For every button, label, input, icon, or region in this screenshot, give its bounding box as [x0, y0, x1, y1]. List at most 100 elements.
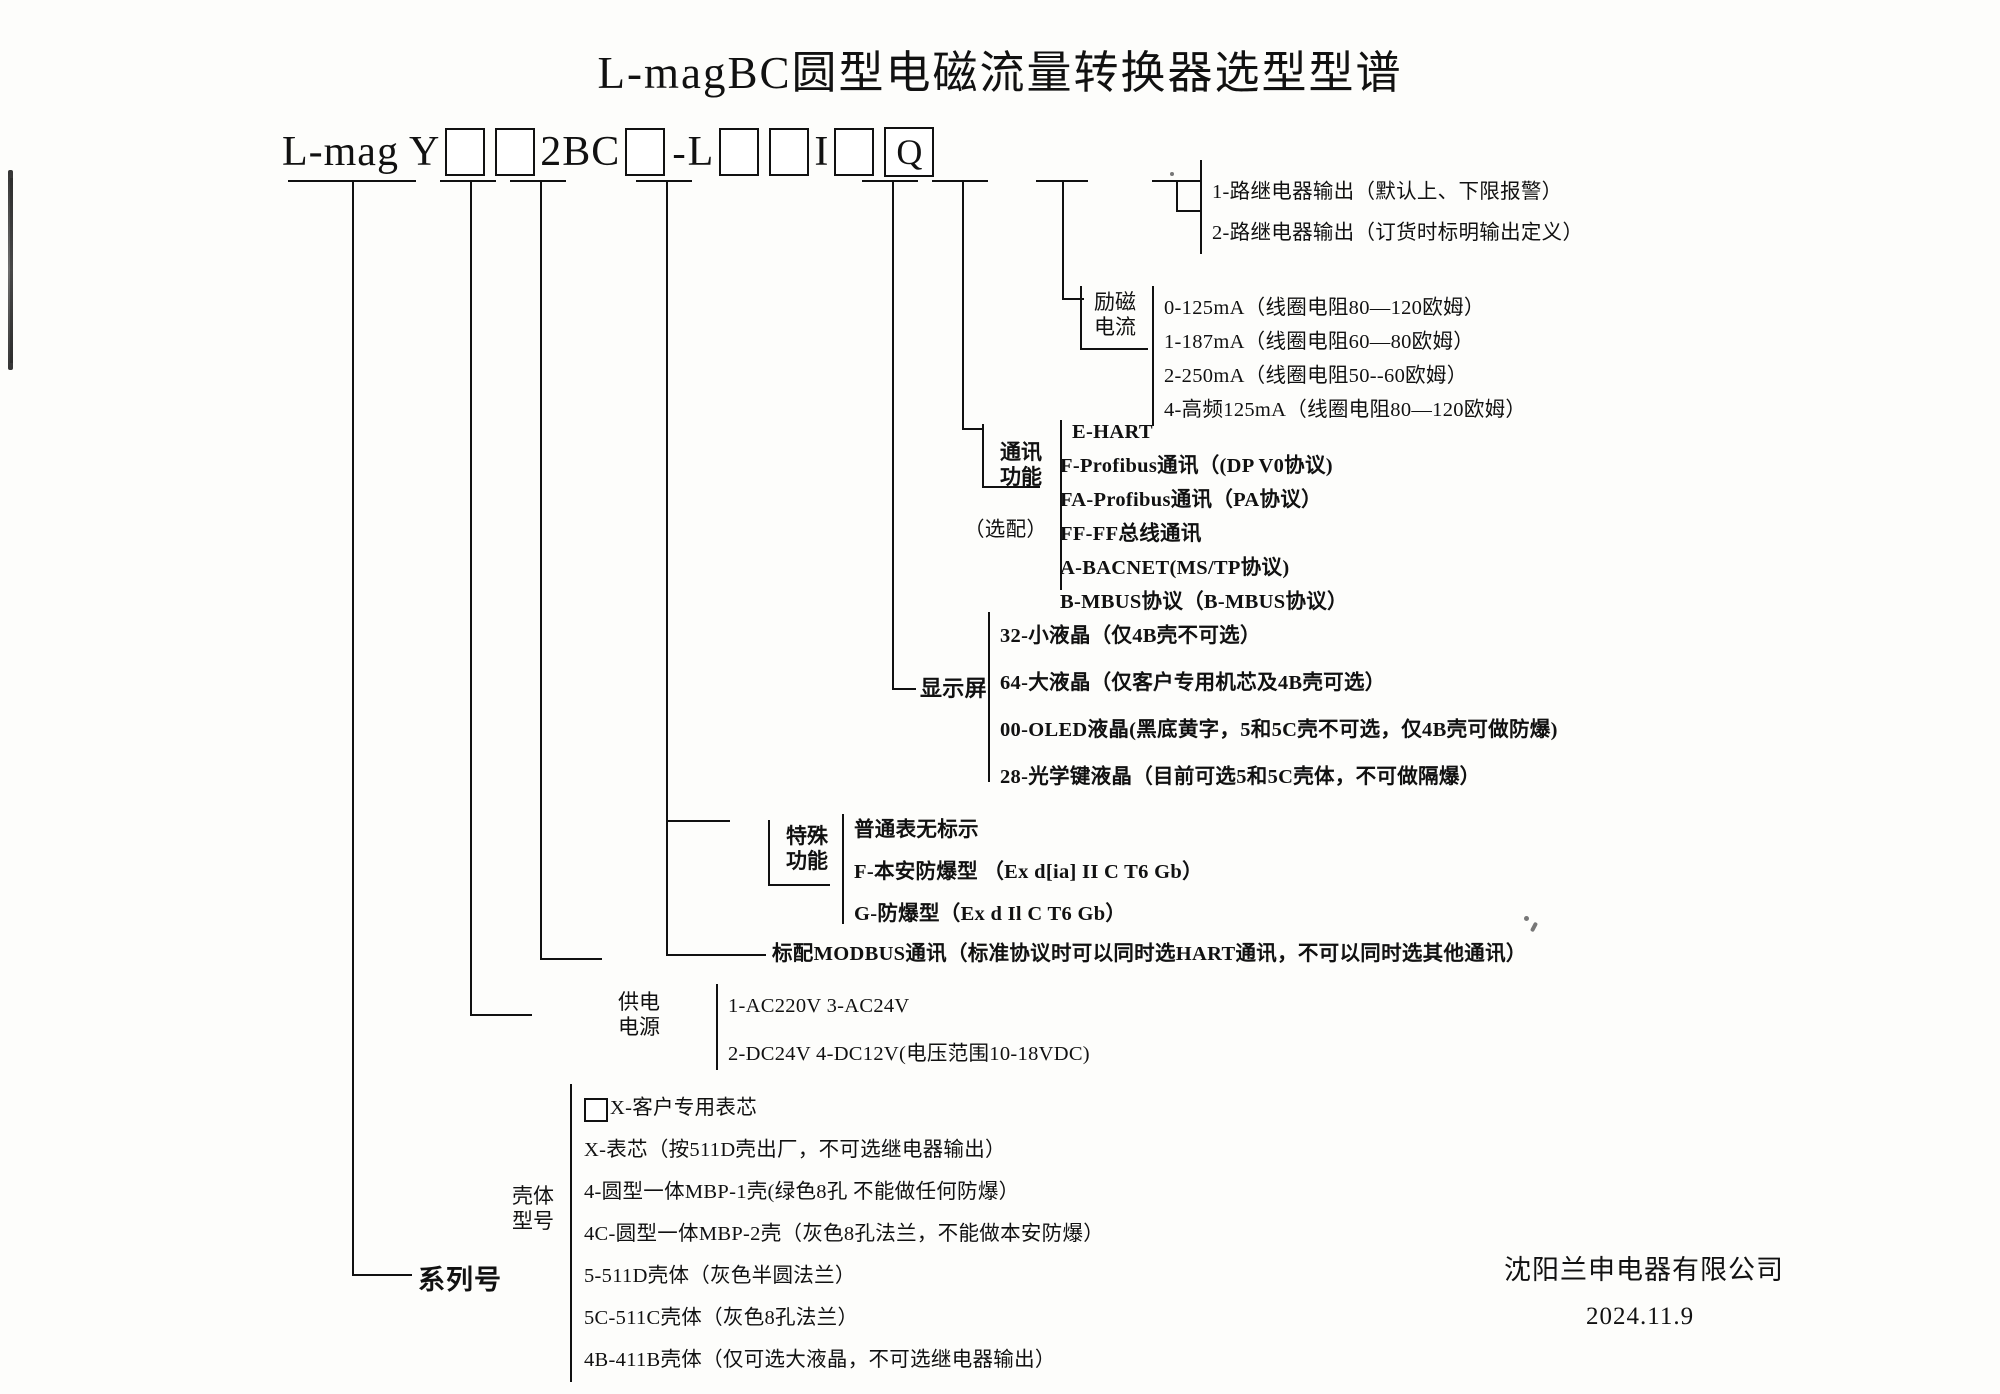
- leader-elbow-modbus: [666, 954, 766, 956]
- excitation-item-3: 2-250mA（线圈电阻50--60欧姆）: [1164, 365, 1468, 387]
- housing-item-1: X-客户专用表芯: [610, 1097, 758, 1119]
- leader-underline-special: [636, 180, 692, 182]
- housing-label: 壳体 型号: [502, 1184, 564, 1234]
- code-series-letter: Y: [408, 129, 441, 175]
- communication-label: 通讯 功能: [986, 440, 1056, 490]
- special-function-item-1: 普通表无标示: [854, 819, 979, 841]
- code-letter-q: Q: [896, 132, 923, 172]
- scan-edge-artifact-inner: [10, 178, 13, 363]
- communication-item-6: B-MBUS协议（B-MBUS协议）: [1060, 591, 1348, 613]
- excitation-item-1: 0-125mA（线圈电阻80—120欧姆）: [1164, 297, 1485, 319]
- excitation-current-label: 励磁 电流: [1084, 290, 1146, 340]
- display-item-3: 00-OLED液晶(黑底黄字，5和5C壳不可选，仅4B壳可做防爆): [1000, 719, 1558, 741]
- housing-item-4: 4C-圆型一体MBP-2壳（灰色8孔法兰，不能做本安防爆）: [584, 1223, 1105, 1245]
- leader-elbow-display: [892, 688, 916, 690]
- bracket-display-items: [988, 612, 990, 782]
- housing-item-3: 4-圆型一体MBP-1壳(绿色8孔 不能做任何防爆）: [584, 1181, 1020, 1203]
- scan-speck: [1170, 172, 1174, 176]
- code-box-excitation[interactable]: [834, 128, 875, 176]
- communication-item-1: E-HART: [1072, 421, 1153, 443]
- power-supply-label-line1: 供电: [618, 990, 660, 1014]
- page-title: L-magBC圆型电磁流量转换器选型型谱: [597, 48, 1403, 98]
- customer-core-checkbox[interactable]: [584, 1098, 608, 1122]
- leader-drop-power: [540, 180, 542, 958]
- housing-item-5: 5-511D壳体（灰色半圆法兰）: [584, 1265, 856, 1287]
- leader-elbow-housing: [470, 1014, 532, 1016]
- model-code-line: L-mag Y 2BC - L I Q: [282, 126, 939, 178]
- code-mid-literal: 2BC: [540, 129, 621, 175]
- communication-label-line2: 功能: [1000, 464, 1042, 489]
- leader-underline-display: [862, 180, 918, 182]
- company-name: 沈阳兰申电器有限公司: [1504, 1255, 1784, 1285]
- leader-drop-modbus-line: [666, 820, 668, 954]
- leader-underline-comm: [932, 180, 988, 182]
- communication-item-4: FF-FF总线通讯: [1060, 523, 1202, 545]
- code-box-relay[interactable]: Q: [884, 127, 935, 177]
- relay-output-item-2: 2-路继电器输出（订货时标明输出定义）: [1212, 222, 1584, 244]
- code-box-housing[interactable]: [445, 128, 486, 176]
- excitation-label-bracket-bottom: [1080, 348, 1148, 350]
- leader-drop-series: [352, 180, 354, 1274]
- leader-underline-housing: [440, 180, 496, 182]
- scan-speck: [1529, 921, 1539, 933]
- special-function-label-line1: 特殊: [786, 824, 828, 848]
- code-prefix: L-mag: [282, 129, 399, 175]
- code-box-special-function[interactable]: [625, 128, 666, 176]
- special-function-label-line2: 功能: [786, 848, 828, 873]
- special-label-bracket-bottom: [768, 884, 830, 886]
- special-function-label: 特殊 功能: [772, 824, 842, 874]
- series-number-label: 系列号: [418, 1265, 502, 1295]
- communication-item-5: A-BACNET(MS/TP协议): [1060, 557, 1290, 579]
- leader-drop-relay: [1176, 180, 1178, 210]
- bracket-communication-items: [1060, 420, 1062, 590]
- leader-drop-display: [892, 180, 894, 688]
- power-supply-label: 供电 电源: [608, 990, 670, 1040]
- communication-item-3: FA-Profibus通讯（PA协议）: [1060, 489, 1322, 511]
- power-supply-label-line2: 电源: [618, 1014, 660, 1039]
- leader-drop-excitation: [1062, 180, 1064, 298]
- special-function-item-2: F-本安防爆型 （Ex d[ia] II C T6 Gb）: [854, 861, 1203, 883]
- housing-item-6: 5C-511C壳体（灰色8孔法兰）: [584, 1307, 859, 1329]
- housing-label-line1: 壳体: [512, 1184, 554, 1208]
- relay-output-item-1: 1-路继电器输出（默认上、下限报警）: [1212, 181, 1563, 203]
- leader-elbow-excitation: [1062, 298, 1084, 300]
- code-letter-l: L: [687, 129, 715, 175]
- excitation-item-2: 1-187mA（线圈电阻60—80欧姆）: [1164, 331, 1475, 353]
- scan-speck: [1524, 916, 1529, 921]
- leader-drop-comm: [962, 180, 964, 428]
- housing-label-line2: 型号: [512, 1208, 554, 1233]
- document-date: 2024.11.9: [1586, 1303, 1695, 1330]
- display-item-1: 32-小液晶（仅4B壳不可选）: [1000, 625, 1261, 647]
- special-function-item-3: G-防爆型（Ex d Il C T6 Gb）: [854, 903, 1127, 925]
- code-box-communication[interactable]: [769, 128, 810, 176]
- excitation-current-label-line1: 励磁: [1094, 290, 1136, 314]
- leader-elbow-relay: [1176, 210, 1200, 212]
- housing-item-7: 4B-411B壳体（仅可选大液晶，不可选继电器输出）: [584, 1349, 1056, 1371]
- leader-elbow-series: [352, 1274, 412, 1276]
- comm-label-bracket-bottom: [982, 486, 1040, 488]
- comm-label-bracket-left: [982, 424, 984, 486]
- code-box-power[interactable]: [495, 128, 536, 176]
- code-box-display[interactable]: [719, 128, 760, 176]
- leader-underline-power: [510, 180, 566, 182]
- bracket-power-items: [716, 984, 718, 1070]
- housing-item-2: X-表芯（按511D壳出厂，不可选继电器输出）: [584, 1139, 1006, 1161]
- bracket-housing-items: [570, 1084, 572, 1382]
- power-supply-item-1: 1-AC220V 3-AC24V: [728, 995, 910, 1017]
- code-letter-i: I: [814, 129, 830, 175]
- leader-drop-special: [666, 180, 668, 820]
- leader-drop-housing: [470, 180, 472, 1014]
- bracket-relay-output: [1200, 160, 1202, 254]
- leader-elbow-power: [540, 958, 602, 960]
- power-supply-item-2: 2-DC24V 4-DC12V(电压范围10-18VDC): [728, 1043, 1090, 1065]
- code-dash: -: [672, 129, 686, 175]
- display-item-4: 28-光学键液晶（目前可选5和5C壳体，不可做隔爆）: [1000, 766, 1481, 788]
- communication-label-optional: （选配）: [964, 519, 1048, 541]
- leader-elbow-special: [666, 820, 730, 822]
- bracket-special-items: [842, 814, 844, 924]
- bracket-excitation-items: [1152, 286, 1154, 426]
- excitation-label-bracket-left: [1080, 286, 1082, 348]
- excitation-item-4: 4-高频125mA（线圈电阻80—120欧姆）: [1164, 399, 1527, 421]
- special-label-bracket-left: [768, 820, 770, 884]
